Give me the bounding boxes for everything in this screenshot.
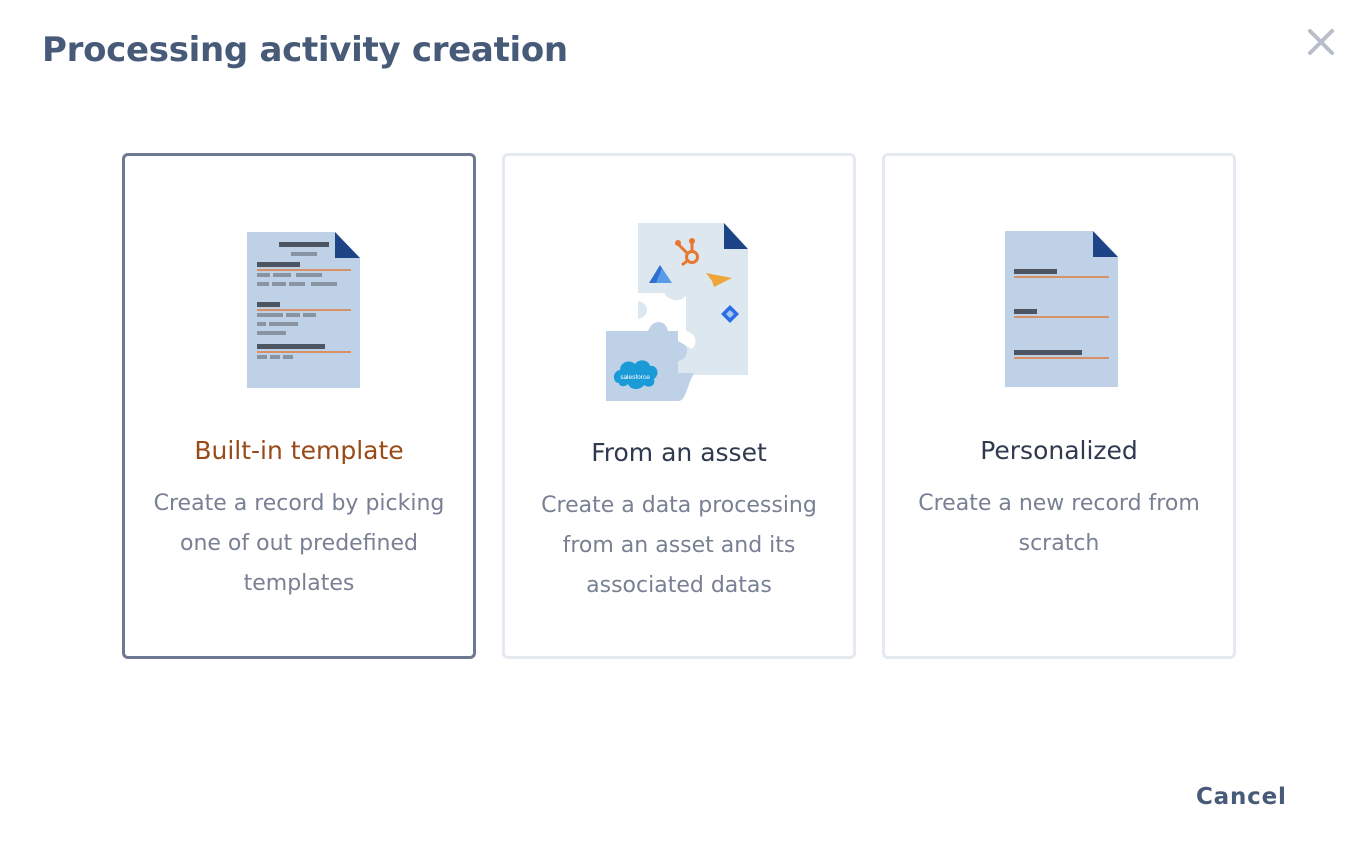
template-document-icon: [247, 232, 360, 388]
option-description: Create a record by picking one of out pr…: [153, 491, 445, 596]
option-title: From an asset: [591, 438, 767, 467]
option-from-an-asset[interactable]: salesforce From an asset Create a data p…: [502, 153, 856, 659]
svg-text:salesforce: salesforce: [620, 374, 650, 381]
close-icon: [1308, 29, 1334, 55]
option-description: Create a new record from scratch: [918, 491, 1200, 556]
option-title: Personalized: [980, 436, 1138, 465]
blank-document-icon: [1005, 231, 1118, 387]
cancel-button[interactable]: Cancel: [1196, 784, 1287, 810]
option-personalized[interactable]: Personalized Create a new record from sc…: [882, 153, 1236, 659]
asset-puzzle-icon: salesforce: [606, 223, 748, 401]
close-button[interactable]: [1304, 25, 1338, 59]
option-description: Create a data processing from an asset a…: [541, 493, 817, 598]
salesforce-logo: salesforce: [613, 360, 658, 390]
option-built-in-template[interactable]: Built-in template Create a record by pic…: [122, 153, 476, 659]
option-title: Built-in template: [194, 436, 404, 465]
dialog-title: Processing activity creation: [42, 30, 568, 70]
